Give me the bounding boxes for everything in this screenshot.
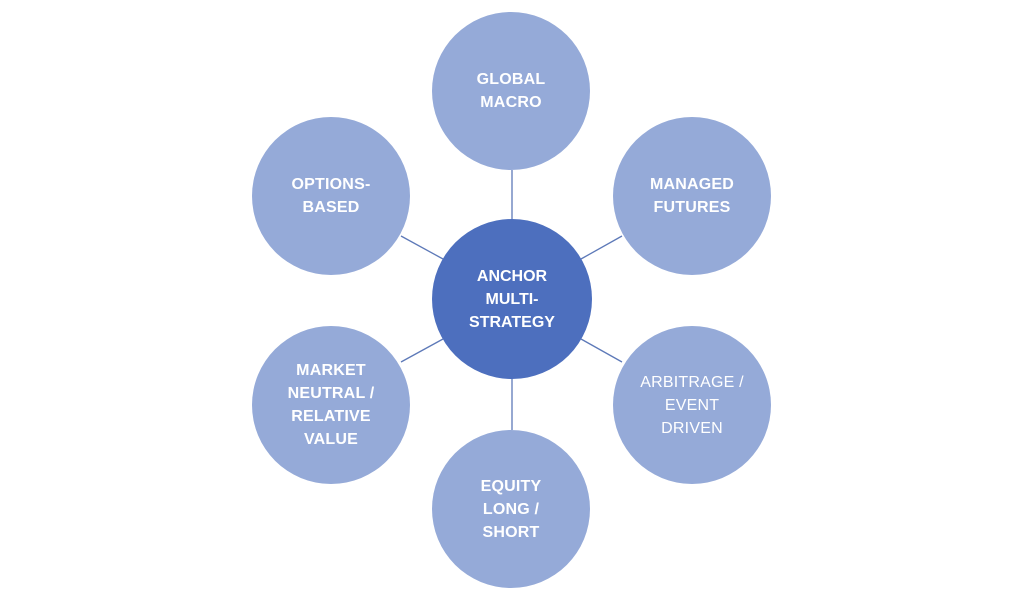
node-managed-futures-label: MANAGED FUTURES [649,176,735,216]
connector-market-neutral-relative-value [400,338,444,363]
node-anchor-multi-strategy: ANCHOR MULTI- STRATEGY [432,219,592,379]
node-anchor-multi-strategy-label: ANCHOR MULTI- STRATEGY [469,267,555,331]
node-arbitrage-event-driven-label: ARBITRAGE / EVENT DRIVEN [640,373,744,437]
connector-options-based [400,235,444,260]
connector-managed-futures [580,235,623,260]
node-global-macro: GLOBAL MACRO [432,12,590,170]
node-managed-futures: MANAGED FUTURES [613,117,771,275]
node-arbitrage-event-driven: ARBITRAGE / EVENT DRIVEN [613,326,771,484]
node-global-macro-label: GLOBAL MACRO [476,71,546,111]
node-options-based: OPTIONS- BASED [252,117,410,275]
node-market-neutral-relative-value: MARKET NEUTRAL / RELATIVE VALUE [252,326,410,484]
connector-arbitrage-event-driven [580,338,623,363]
node-equity-long-short: EQUITY LONG / SHORT [432,430,590,588]
node-equity-long-short-label: EQUITY LONG / SHORT [480,477,542,541]
node-options-based-label: OPTIONS- BASED [291,176,371,216]
node-market-neutral-relative-value-label: MARKET NEUTRAL / RELATIVE VALUE [287,362,375,448]
